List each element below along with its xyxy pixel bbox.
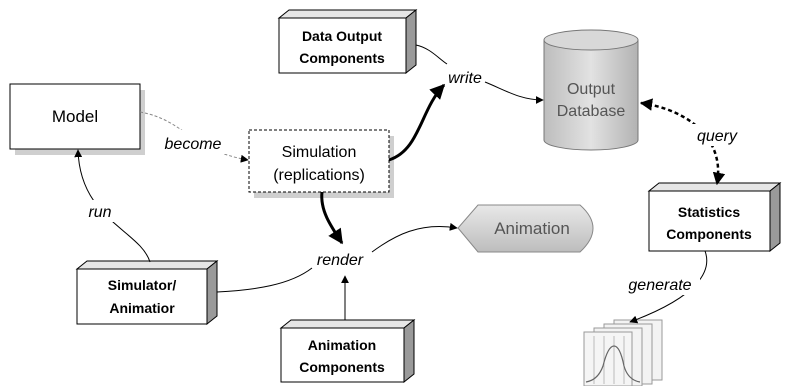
statistics-components-node: Statistics Components <box>647 181 782 253</box>
statistics-label-line2: Components <box>666 226 752 242</box>
data-output-components-node: Data Output Components <box>277 8 418 75</box>
model-node: Model <box>9 83 145 155</box>
edge-label-generate: generate <box>628 277 691 294</box>
edge-dataoutput-write <box>415 44 448 65</box>
animation-node: Animation <box>457 204 594 253</box>
model-label: Model <box>52 107 98 126</box>
edge-label-render: render <box>317 252 364 269</box>
edge-simulation-write <box>388 83 446 162</box>
simulator-label-line2: Animatior <box>109 300 175 316</box>
simulator-label-line1: Simulator/ <box>108 277 177 293</box>
charts-stack-icon <box>583 319 663 386</box>
animation-components-label-line1: Animation <box>308 337 376 353</box>
data-output-label-line2: Components <box>299 50 385 66</box>
animation-label: Animation <box>494 219 570 238</box>
animation-components-label-line2: Components <box>299 359 385 375</box>
edge-label-run: run <box>88 204 111 221</box>
edge-become <box>139 111 249 163</box>
output-db-label-line1: Output <box>567 81 616 98</box>
statistics-label-line1: Statistics <box>678 204 740 220</box>
edge-write-database <box>484 81 544 104</box>
edge-label-query: query <box>697 128 738 145</box>
simulator-animator-node: Simulator/ Animatior <box>75 259 219 326</box>
simulation-node: Simulation (replications) <box>248 129 394 198</box>
edge-simulator-render <box>216 267 313 293</box>
edge-label-become: become <box>165 136 222 153</box>
simulation-label-line2: (replications) <box>273 167 365 184</box>
edge-simulation-render <box>320 191 344 245</box>
output-db-label-line2: Database <box>557 103 626 120</box>
edge-render-animation <box>371 222 458 253</box>
animation-components-node: Animation Components <box>279 318 416 384</box>
data-output-label-line1: Data Output <box>302 28 382 44</box>
simulation-label-line1: Simulation <box>282 144 357 161</box>
output-database-node: Output Database <box>543 29 639 151</box>
edge-label-write: write <box>448 70 482 87</box>
